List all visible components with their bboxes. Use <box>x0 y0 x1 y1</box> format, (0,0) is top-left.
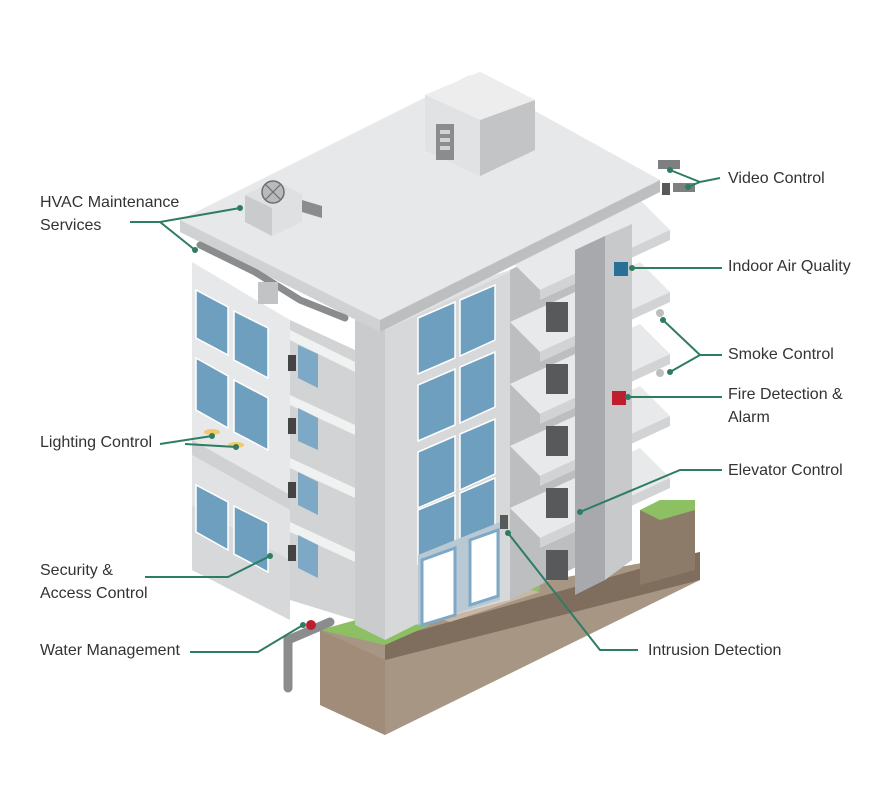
label-fire-detection-line1: Fire Detection & <box>728 386 843 403</box>
ground-block <box>320 500 700 735</box>
label-hvac: HVAC Maintenance Services <box>40 191 179 237</box>
front-windows <box>417 283 496 566</box>
label-hvac-line1: HVAC Maintenance <box>40 194 180 211</box>
left-wing-windows <box>195 288 269 574</box>
label-fire-detection-line2: Alarm <box>728 409 770 426</box>
courtyard-floors <box>288 320 355 620</box>
leader-smoke <box>662 319 722 356</box>
leader-intrusion <box>507 532 638 651</box>
entrance-doors <box>418 522 500 628</box>
label-intrusion-detection: Intrusion Detection <box>648 642 782 659</box>
leader-security <box>145 555 271 578</box>
label-security-line2: Access Control <box>40 585 148 602</box>
label-security-line1: Security & <box>40 562 113 579</box>
label-lighting-control: Lighting Control <box>40 434 153 451</box>
label-fire-detection: Fire Detection & Alarm <box>728 383 843 429</box>
label-indoor-air-quality: Indoor Air Quality <box>728 258 851 275</box>
leader-lighting-2 <box>184 443 237 448</box>
leader-lighting <box>159 435 213 445</box>
water-pipe <box>283 617 335 693</box>
leader-smoke-2 <box>669 354 701 373</box>
label-security-access: Security & Access Control <box>40 559 148 605</box>
label-elevator-control: Elevator Control <box>728 462 843 479</box>
leader-dots <box>192 167 691 628</box>
label-smoke-control: Smoke Control <box>728 346 834 363</box>
label-video-control: Video Control <box>728 170 825 187</box>
roof <box>180 72 660 332</box>
label-hvac-line2: Services <box>40 217 102 234</box>
leader-water <box>190 624 304 653</box>
leader-elevator <box>579 469 722 513</box>
security-cameras <box>658 160 695 195</box>
hvac-unit <box>196 180 349 322</box>
leader-video-control <box>669 169 721 184</box>
label-water-management: Water Management <box>40 642 180 659</box>
